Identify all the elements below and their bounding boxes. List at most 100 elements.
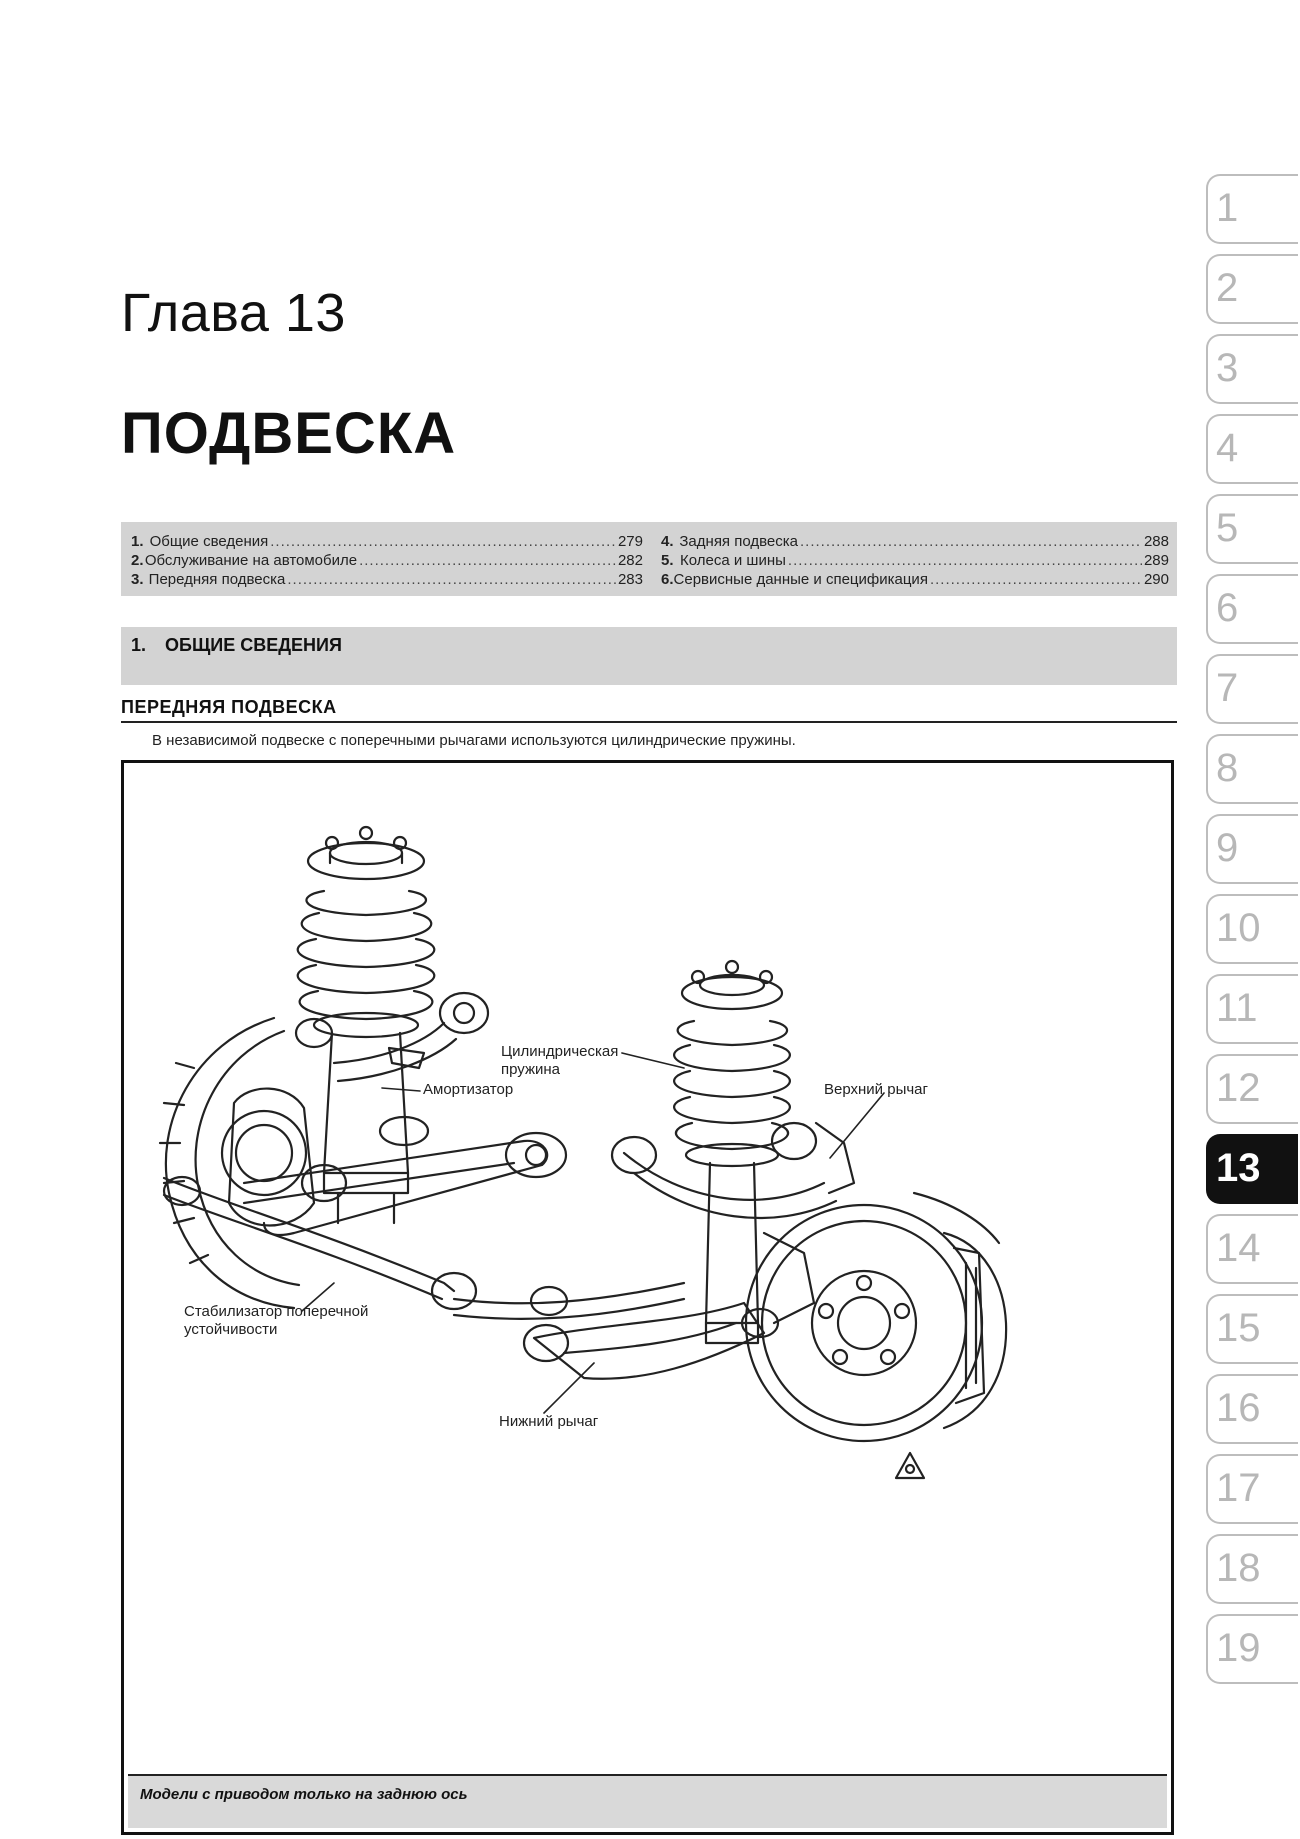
subsection-title: ПЕРЕДНЯЯ ПОДВЕСКА — [121, 697, 337, 717]
chapter-tab[interactable]: 3 — [1206, 334, 1298, 404]
toc-item-text: Колеса и шины — [680, 552, 786, 569]
left-strut — [296, 825, 436, 1225]
toc-item[interactable]: 3. Передняя подвеска ...................… — [131, 570, 643, 589]
toc-leader-dots: ........................................… — [929, 571, 1142, 588]
chapter-title: ПОДВЕСКА — [121, 401, 457, 466]
table-of-contents: 1. Общие сведения ......................… — [121, 522, 1177, 596]
subsection-heading: ПЕРЕДНЯЯ ПОДВЕСКА — [121, 697, 1177, 723]
suspension-illustration — [158, 825, 1008, 1480]
chapter-tab-number: 19 — [1216, 1626, 1261, 1670]
toc-item-number: 4. — [661, 533, 674, 550]
chapter-tab[interactable]: 1 — [1206, 174, 1298, 244]
toc-item-text: Обслуживание на автомобиле — [144, 552, 358, 569]
chapter-tab-number: 5 — [1216, 506, 1239, 550]
toc-leader-dots: ........................................… — [359, 552, 616, 569]
chapter-tab-number: 6 — [1216, 586, 1239, 630]
chapter-tab-number: 3 — [1216, 346, 1239, 390]
toc-item[interactable]: 5. Колеса и шины .......................… — [661, 551, 1169, 570]
toc-item-number: 2. — [131, 552, 144, 569]
leader-spring — [621, 1052, 685, 1069]
toc-item-text: Общие сведения — [149, 533, 269, 550]
figure-caption: Модели с приводом только на заднюю ось — [140, 1786, 468, 1803]
toc-item-page: 279 — [617, 533, 643, 550]
right-strut — [672, 959, 792, 1345]
toc-item[interactable]: 1. Общие сведения ......................… — [131, 532, 643, 551]
chapter-tab-number: 9 — [1216, 826, 1239, 870]
toc-leader-dots: ........................................… — [800, 533, 1142, 550]
chapter-tab[interactable]: 8 — [1206, 734, 1298, 804]
label-upper-arm: Верхний рычаг — [824, 1081, 928, 1098]
label-stabilizer-line1: Стабилизатор поперечной — [184, 1303, 369, 1320]
toc-item[interactable]: 6. Сервисные данные и спецификация .....… — [661, 570, 1169, 589]
chapter-tab-number: 17 — [1216, 1466, 1261, 1510]
toc-item-page: 290 — [1143, 571, 1169, 588]
section-heading-bar: 1. ОБЩИЕ СВЕДЕНИЯ — [121, 627, 1177, 685]
toc-item-page: 283 — [617, 571, 643, 588]
chapter-tab[interactable]: 10 — [1206, 894, 1298, 964]
left-brake-shield — [158, 1016, 316, 1310]
toc-item-number: 6. — [661, 571, 674, 588]
chapter-tab-number: 8 — [1216, 746, 1239, 790]
toc-item-number: 1. — [131, 533, 144, 550]
toc-leader-dots: ........................................… — [287, 571, 616, 588]
stabilizer-bar — [162, 1175, 686, 1320]
section-title: ОБЩИЕ СВЕДЕНИЯ — [165, 635, 342, 655]
leader-lines — [301, 1052, 885, 1414]
chapter-tab-number: 1 — [1216, 186, 1239, 230]
chapter-tab-number: 13 — [1216, 1146, 1261, 1190]
leader-stabilizer — [301, 1282, 335, 1312]
toc-leader-dots: ........................................… — [270, 533, 616, 550]
chapter-tab[interactable]: 15 — [1206, 1294, 1298, 1364]
chapter-tab[interactable]: 12 — [1206, 1054, 1298, 1124]
toc-item-text: Сервисные данные и спецификация — [673, 571, 928, 588]
toc-item-text: Передняя подвеска — [148, 571, 286, 588]
label-coil-spring-line1: Цилиндрическая — [501, 1043, 619, 1060]
chapter-label: Глава 13 — [121, 283, 346, 343]
leader-lower-arm — [543, 1362, 595, 1414]
chapter-tab[interactable]: 4 — [1206, 414, 1298, 484]
chapter-tab[interactable]: 5 — [1206, 494, 1298, 564]
body-paragraph: В независимой подвеске с поперечными рыч… — [152, 732, 796, 749]
toc-item[interactable]: 2. Обслуживание на автомобиле ..........… — [131, 551, 643, 570]
chapter-tab-number: 16 — [1216, 1386, 1261, 1430]
toc-column-right: 4. Задняя подвеска .....................… — [661, 532, 1169, 589]
toc-column-left: 1. Общие сведения ......................… — [131, 532, 643, 589]
chapter-tab[interactable]: 6 — [1206, 574, 1298, 644]
leader-shock — [381, 1087, 421, 1092]
chapter-tab[interactable]: 14 — [1206, 1214, 1298, 1284]
suspension-figure: Амортизатор Цилиндрическая пружина Верхн… — [121, 760, 1174, 1835]
chapter-tab[interactable]: 19 — [1206, 1614, 1298, 1684]
chapter-tab[interactable]: 11 — [1206, 974, 1298, 1044]
chapter-tab[interactable]: 16 — [1206, 1374, 1298, 1444]
chapter-tab[interactable]: 18 — [1206, 1534, 1298, 1604]
chapter-tab-number: 2 — [1216, 266, 1239, 310]
chapter-tab-number: 12 — [1216, 1066, 1261, 1110]
toc-item-text: Задняя подвеска — [679, 533, 798, 550]
chapter-tab[interactable]: 17 — [1206, 1454, 1298, 1524]
left-upper-arm — [294, 991, 490, 1083]
label-stabilizer: Стабилизатор поперечной устойчивости — [184, 1303, 368, 1339]
chapter-tab-number: 4 — [1216, 426, 1239, 470]
figure-caption-bar: Модели с приводом только на заднюю ось — [128, 1774, 1167, 1828]
toc-item-number: 3. — [131, 571, 144, 588]
toc-item-page: 288 — [1143, 533, 1169, 550]
toc-item-page: 282 — [617, 552, 643, 569]
leader-upper-arm — [829, 1092, 885, 1159]
chapter-tab-number: 18 — [1216, 1546, 1261, 1590]
label-coil-spring-line2: пружина — [501, 1061, 561, 1078]
chapter-tab[interactable]: 9 — [1206, 814, 1298, 884]
section-number: 1. — [131, 635, 147, 655]
chapter-tab-number: 15 — [1216, 1306, 1261, 1350]
right-lower-arm — [522, 1301, 780, 1380]
chapter-tab[interactable]: 2 — [1206, 254, 1298, 324]
chapter-tab[interactable]: 7 — [1206, 654, 1298, 724]
right-upper-arm — [610, 1121, 856, 1220]
toc-item-number: 5. — [661, 552, 674, 569]
toc-leader-dots: ........................................… — [787, 552, 1142, 569]
left-lower-arm — [242, 1115, 568, 1237]
toc-item[interactable]: 4. Задняя подвеска .....................… — [661, 532, 1169, 551]
chapter-tab-number: 14 — [1216, 1226, 1261, 1270]
chapter-tab-number: 7 — [1216, 666, 1239, 710]
chapter-tab-active[interactable]: 13 — [1206, 1134, 1298, 1204]
chapter-tab-number: 11 — [1216, 986, 1258, 1030]
